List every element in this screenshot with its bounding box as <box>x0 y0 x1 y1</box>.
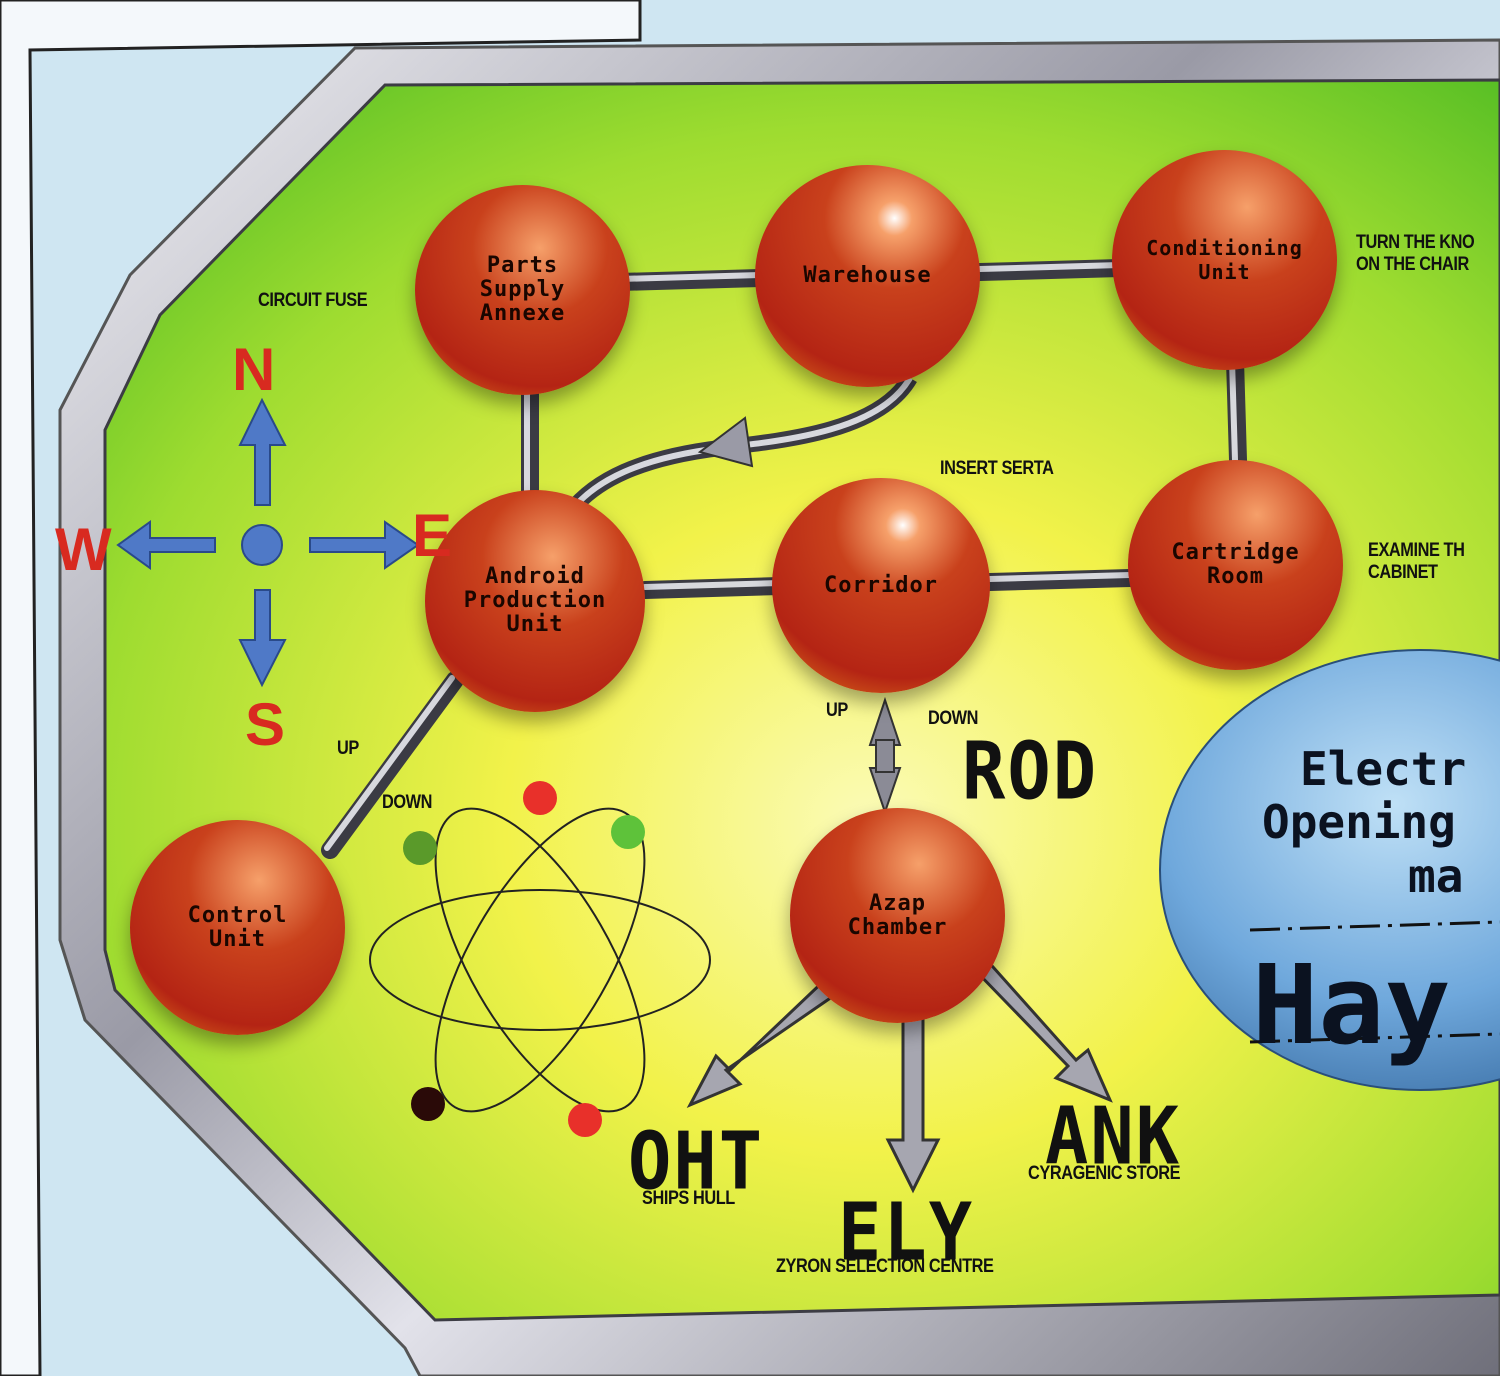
destination-oht: OHT <box>628 1114 765 1208</box>
compass-north: N <box>232 336 276 403</box>
note-up-left: UP <box>337 738 359 759</box>
room-warehouse[interactable]: Warehouse <box>755 165 980 387</box>
room-label: Android Production Unit <box>463 564 607 637</box>
room-label: Corridor <box>824 572 938 598</box>
tube-arrow-icon <box>697 416 754 468</box>
note-examine-cabinet: EXAMINE TH CABINET <box>1368 540 1465 583</box>
room-azap-chamber[interactable]: Azap Chamber <box>790 808 1005 1023</box>
room-label: Conditioning Unit <box>1146 236 1303 284</box>
compass-south: S <box>245 691 286 758</box>
note-up-center: UP <box>826 700 848 721</box>
room-label: Parts Supply Annexe <box>479 253 566 326</box>
destination-ank: ANK <box>1045 1089 1182 1183</box>
room-corridor[interactable]: Corridor <box>772 478 990 693</box>
destination-ely-label: ZYRON SELECTION CENTRE <box>776 1256 994 1277</box>
note-circuit-fuse: CIRCUIT FUSE <box>258 290 368 311</box>
room-conditioning-unit[interactable]: Conditioning Unit <box>1112 150 1337 370</box>
note-turn-knob: TURN THE KNO ON THE CHAIR <box>1356 232 1475 275</box>
room-control-unit[interactable]: Control Unit <box>130 820 345 1035</box>
advert-line-2: Opening <box>1262 795 1456 849</box>
up-down-arrow-icon <box>868 696 902 816</box>
exit-arrows <box>686 955 1113 1194</box>
note-down-left: DOWN <box>382 792 433 813</box>
room-label: Warehouse <box>803 263 932 288</box>
destination-ank-label: CYRAGENIC STORE <box>1028 1163 1181 1184</box>
compass-icon <box>116 397 420 688</box>
destination-oht-label: SHIPS HULL <box>642 1188 735 1209</box>
advert-line-1: Electr <box>1300 742 1467 796</box>
compass-east: E <box>412 502 453 569</box>
advert-line-3: ma <box>1408 849 1464 903</box>
advert-oval <box>1159 649 1500 1091</box>
atom-icon <box>369 781 711 1137</box>
note-down-center: DOWN <box>928 708 979 729</box>
room-label: Cartridge Room <box>1171 540 1300 589</box>
compass-west: W <box>55 516 112 583</box>
board-surface <box>103 78 1500 1322</box>
room-label: Control Unit <box>187 902 288 952</box>
torn-paper-edge <box>0 0 642 1376</box>
destination-rod: ROD <box>962 724 1099 818</box>
destination-ely: ELY <box>838 1185 975 1279</box>
advert-brand: Hay <box>1252 941 1451 1069</box>
room-android-production-unit[interactable]: Android Production Unit <box>425 490 645 712</box>
room-cartridge-room[interactable]: Cartridge Room <box>1128 460 1343 670</box>
room-parts-supply-annexe[interactable]: Parts Supply Annexe <box>415 185 630 395</box>
room-label: Azap Chamber <box>847 890 948 940</box>
note-insert-serta: INSERT SERTA <box>940 458 1054 479</box>
